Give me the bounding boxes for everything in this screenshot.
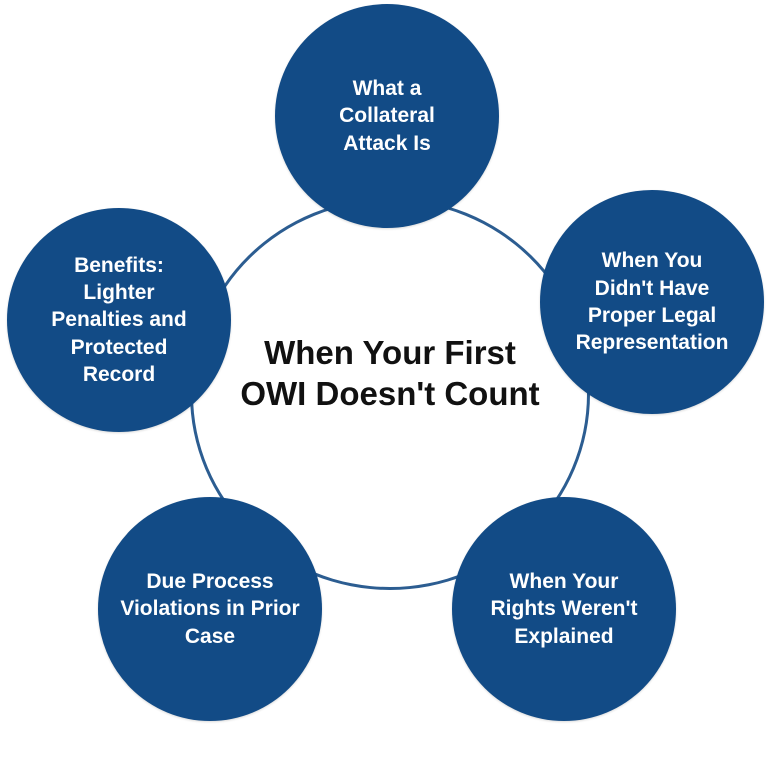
node-rights-not-explained: When Your Rights Weren't Explained [452, 497, 676, 721]
node-label: What a Collateral Attack Is [339, 77, 435, 155]
node-collateral-attack: What a Collateral Attack Is [275, 4, 499, 228]
node-legal-representation: When You Didn't Have Proper Legal Repres… [540, 190, 764, 414]
node-label: When Your Rights Weren't Explained [490, 570, 638, 648]
node-label: Due Process Violations in Prior Case [120, 570, 300, 648]
node-label: Benefits: Lighter Penalties and Protecte… [51, 253, 187, 386]
node-label: When You Didn't Have Proper Legal Repres… [575, 249, 729, 355]
node-benefits: Benefits: Lighter Penalties and Protecte… [7, 208, 231, 432]
node-due-process-violations: Due Process Violations in Prior Case [98, 497, 322, 721]
center-title: When Your First OWI Doesn't Count [240, 334, 540, 413]
